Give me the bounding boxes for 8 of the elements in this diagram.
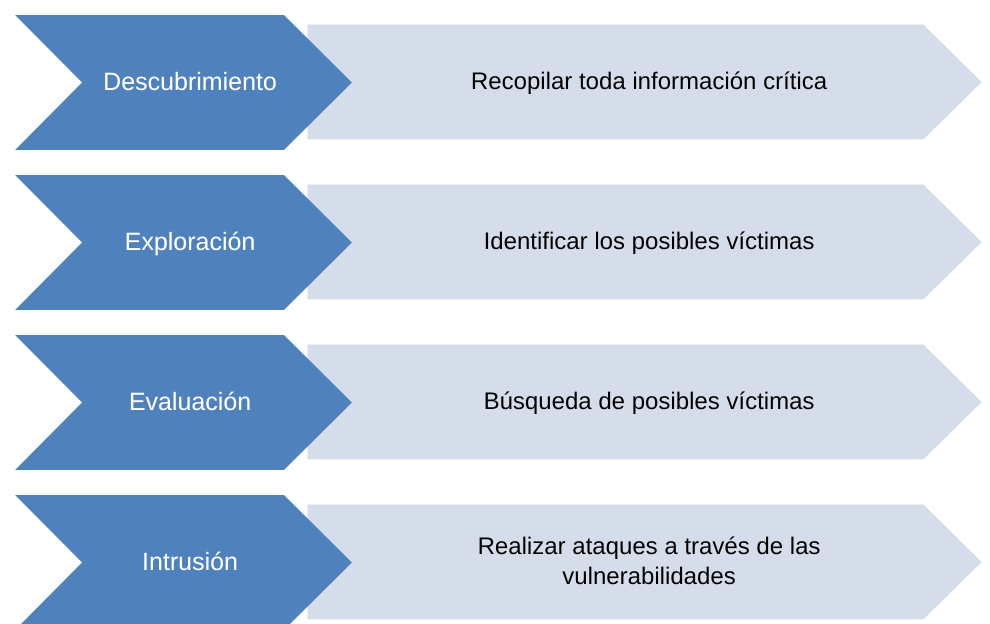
step-label: Intrusión [142,546,238,578]
step-description: Búsqueda de posibles víctimas [484,387,814,417]
step-description: Identificar los posibles víctimas [484,227,814,257]
step-label: Exploración [124,226,256,258]
step-description: Realizar ataques a través de las vulnerabilidades [476,532,822,592]
step-label: Descubrimiento [103,66,277,98]
step-description: Recopilar toda información crítica [470,67,828,97]
step-label: Evaluación [128,386,252,418]
